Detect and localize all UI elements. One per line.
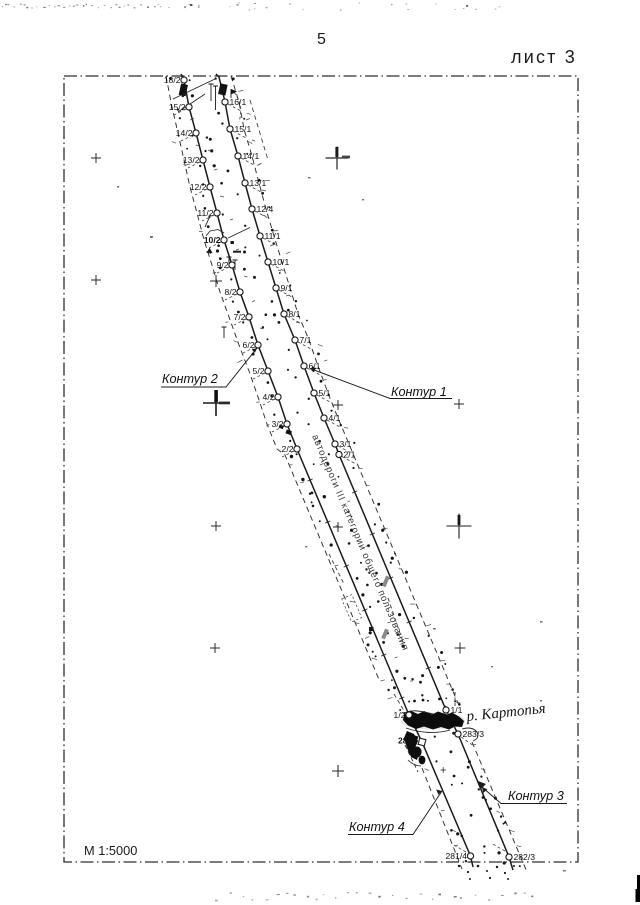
svg-text:лист 3: лист 3 (511, 47, 577, 67)
svg-text:8/2: 8/2 (225, 287, 237, 297)
svg-text:М 1:5000: М 1:5000 (84, 843, 137, 858)
svg-text:282/3: 282/3 (514, 852, 536, 862)
svg-text:14/2: 14/2 (176, 128, 193, 138)
svg-text:283/3: 283/3 (463, 729, 485, 739)
svg-text:5/1: 5/1 (319, 388, 331, 398)
svg-text:15/2: 15/2 (169, 102, 186, 112)
svg-text:8/1: 8/1 (289, 309, 301, 319)
svg-text:16/1: 16/1 (230, 97, 247, 107)
svg-text:10/2: 10/2 (204, 235, 221, 245)
svg-text:6/1: 6/1 (309, 361, 321, 371)
svg-text:5: 5 (317, 31, 326, 48)
svg-text:9/2: 9/2 (217, 260, 229, 270)
svg-text:Контур 2: Контур 2 (162, 372, 218, 386)
svg-text:281/4: 281/4 (445, 851, 467, 861)
svg-text:18/2: 18/2 (164, 75, 181, 85)
svg-text:Контур 4: Контур 4 (349, 820, 405, 834)
svg-text:2/2: 2/2 (282, 444, 294, 454)
svg-text:5/2: 5/2 (253, 366, 265, 376)
svg-text:13/1: 13/1 (250, 178, 267, 188)
svg-text:15/1: 15/1 (235, 124, 252, 134)
svg-text:11/1: 11/1 (265, 231, 281, 241)
svg-text:6/2: 6/2 (243, 340, 255, 350)
svg-text:7/2: 7/2 (234, 312, 246, 322)
svg-text:4/2: 4/2 (263, 392, 275, 402)
svg-text:282: 282 (398, 736, 412, 746)
svg-text:1/2: 1/2 (394, 710, 406, 720)
svg-text:10/1: 10/1 (273, 257, 290, 267)
svg-text:13/2: 13/2 (183, 155, 200, 165)
svg-text:3/1: 3/1 (340, 439, 352, 449)
svg-text:12/2: 12/2 (190, 182, 207, 192)
svg-text:3/2: 3/2 (272, 419, 284, 429)
svg-text:Контур 1: Контур 1 (391, 385, 447, 399)
svg-text:Контур 3: Контур 3 (508, 789, 564, 803)
svg-text:4/1: 4/1 (329, 413, 341, 423)
svg-text:7/1: 7/1 (300, 335, 312, 345)
svg-text:9/1: 9/1 (281, 283, 293, 293)
svg-text:1/1: 1/1 (451, 705, 463, 715)
svg-text:11/2: 11/2 (197, 208, 213, 218)
svg-text:12/4: 12/4 (257, 204, 274, 214)
svg-text:2/1: 2/1 (344, 450, 356, 460)
svg-text:14/1: 14/1 (243, 151, 260, 161)
